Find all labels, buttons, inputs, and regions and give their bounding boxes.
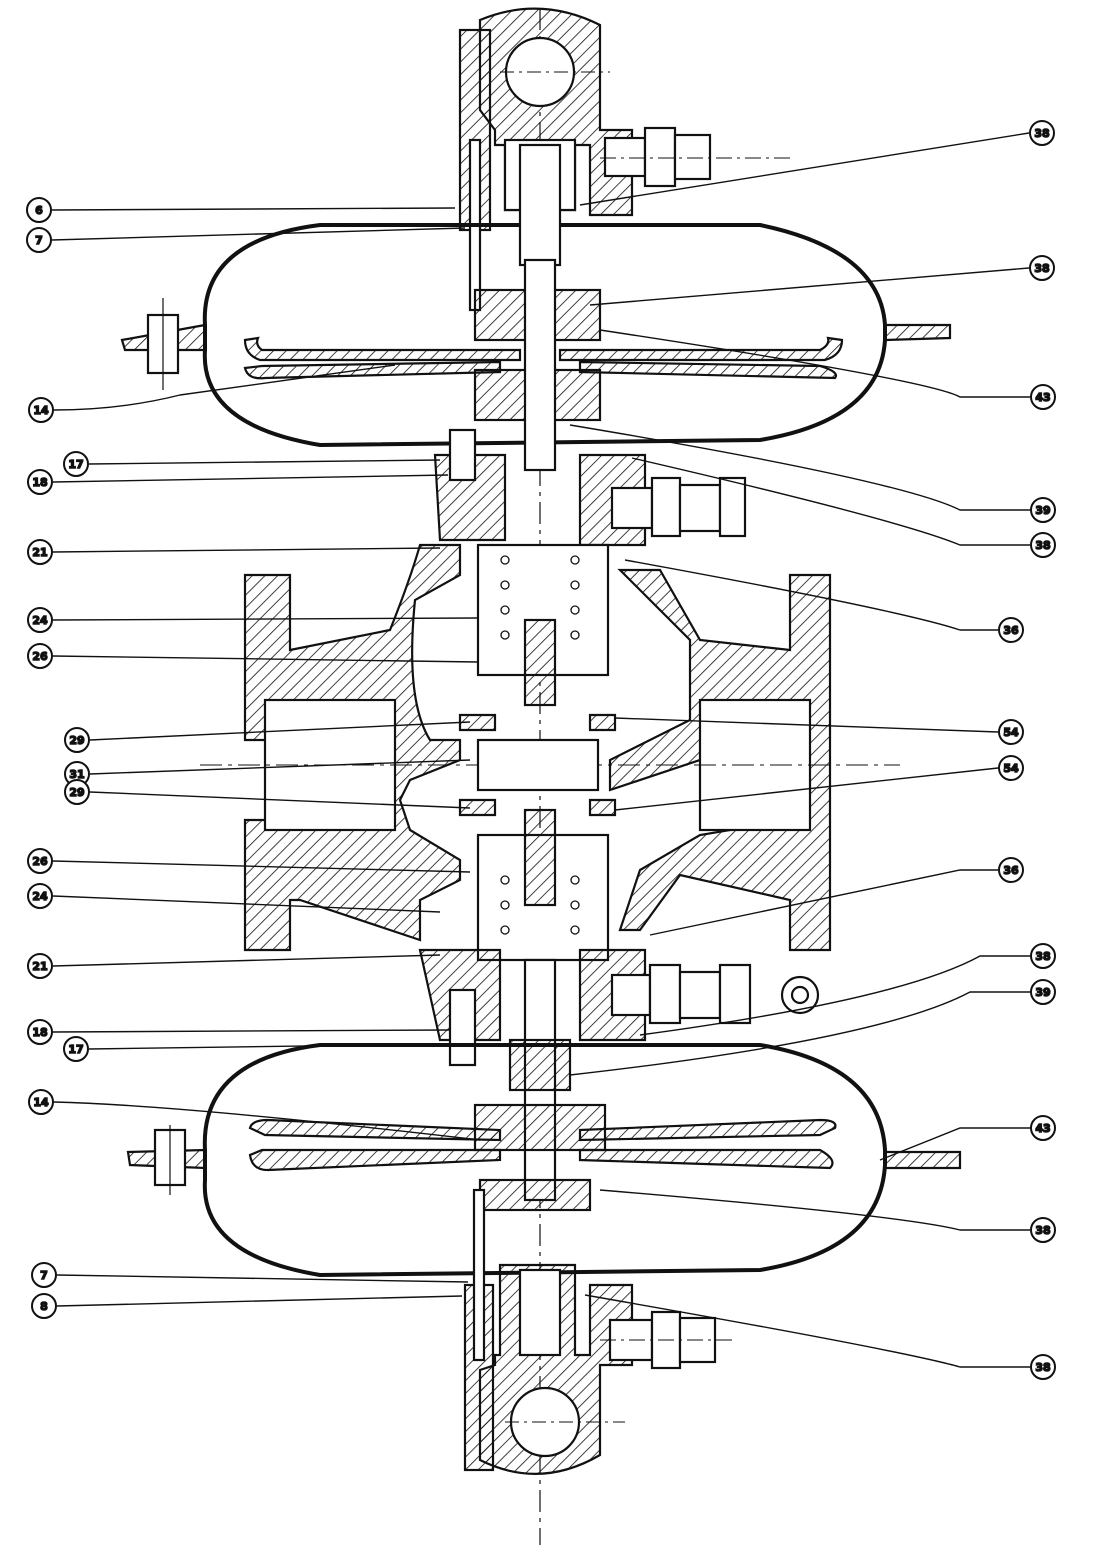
callout-36-a: 36 [624, 559, 1024, 643]
callout-label: 21 [32, 960, 47, 973]
callout-label: 38 [1035, 950, 1050, 963]
callout-36-b: 36 [649, 857, 1024, 936]
callout-label: 21 [32, 546, 47, 559]
callout-label: 54 [1003, 726, 1019, 739]
callout-label: 24 [32, 614, 48, 627]
callout-label: 26 [32, 650, 48, 663]
callout-label: 7 [40, 1269, 48, 1282]
callout-24-lower: 24 [27, 883, 441, 913]
callout-38-e: 38 [599, 1189, 1056, 1243]
callout-label: 38 [1035, 539, 1050, 552]
callout-38-b: 38 [589, 255, 1055, 306]
callout-39-a: 39 [569, 424, 1056, 523]
callout-14-lower: 14 [28, 1089, 481, 1141]
callout-label: 43 [1035, 1122, 1050, 1135]
upper-spring [500, 555, 580, 640]
callout-label: 38 [1035, 1361, 1050, 1374]
upper-stem [523, 258, 557, 472]
callout-21: 21 [27, 539, 441, 565]
callout-label: 8 [40, 1300, 48, 1313]
valve-drawing [120, 7, 962, 1545]
callout-6: 6 [26, 197, 456, 223]
callout-38-a: 38 [579, 120, 1055, 206]
valve-plug [476, 738, 600, 792]
callout-label: 39 [1035, 504, 1050, 517]
lower-hub [473, 1103, 607, 1152]
upper-bonnet [433, 453, 647, 547]
callout-label: 7 [35, 234, 43, 247]
callout-7-lower: 7 [31, 1262, 469, 1288]
callout-38-c: 38 [631, 457, 1056, 558]
right-callouts: 38 38 43 39 38 36 54 54 [569, 120, 1056, 1380]
callout-18: 18 [27, 469, 449, 495]
callout-26: 26 [27, 643, 479, 669]
top-fitting-body [643, 126, 677, 188]
callout-label: 29 [69, 786, 84, 799]
callout-38-d: 38 [639, 943, 1056, 1036]
callout-29-upper: 29 [64, 721, 471, 753]
callout-24: 24 [27, 607, 479, 633]
callout-label: 17 [68, 458, 83, 471]
callout-label: 54 [1003, 762, 1019, 775]
callout-31: 31 [64, 759, 471, 787]
callout-label: 17 [68, 1043, 83, 1056]
callout-18-lower: 18 [27, 1019, 451, 1045]
callout-7: 7 [26, 227, 466, 253]
lower-bonnet [418, 948, 647, 1042]
callout-26-lower: 26 [27, 848, 471, 874]
callout-38-f: 38 [584, 1294, 1056, 1380]
top-diaphragm-plate [243, 336, 844, 362]
callout-label: 29 [69, 734, 84, 747]
callout-39-b: 39 [569, 979, 1056, 1076]
callout-8: 8 [31, 1293, 463, 1319]
callout-54-b: 54 [614, 755, 1024, 811]
callout-label: 6 [35, 204, 43, 217]
callout-label: 43 [1035, 391, 1050, 404]
callout-label: 36 [1003, 624, 1019, 637]
callout-17: 17 [63, 451, 441, 477]
callout-label: 18 [32, 1026, 47, 1039]
callout-17-lower: 17 [63, 1036, 449, 1062]
callout-21-lower: 21 [27, 953, 441, 979]
callout-29-lower: 29 [64, 779, 471, 809]
upper-fitting-nut [610, 486, 654, 530]
top-fitting-nut [603, 136, 647, 178]
callout-label: 39 [1035, 986, 1050, 999]
callout-label: 31 [69, 768, 84, 781]
lower-spring [500, 875, 580, 935]
lower-fitting-nut [610, 973, 652, 1017]
callout-label: 38 [1034, 262, 1049, 275]
callout-label: 18 [32, 476, 47, 489]
callout-label: 14 [33, 404, 49, 417]
callout-label: 36 [1003, 864, 1019, 877]
callout-label: 24 [32, 890, 48, 903]
callout-label: 14 [33, 1096, 49, 1109]
callout-label: 38 [1035, 1224, 1050, 1237]
callout-54-a: 54 [614, 717, 1024, 745]
callout-label: 26 [32, 855, 48, 868]
left-callouts: 6 7 14 17 18 21 24 26 [26, 197, 481, 1319]
callout-43-b: 43 [879, 1115, 1056, 1161]
callout-label: 38 [1034, 127, 1049, 140]
right-port [698, 698, 812, 832]
callout-14: 14 [28, 364, 396, 423]
callout-43-a: 43 [599, 329, 1056, 410]
